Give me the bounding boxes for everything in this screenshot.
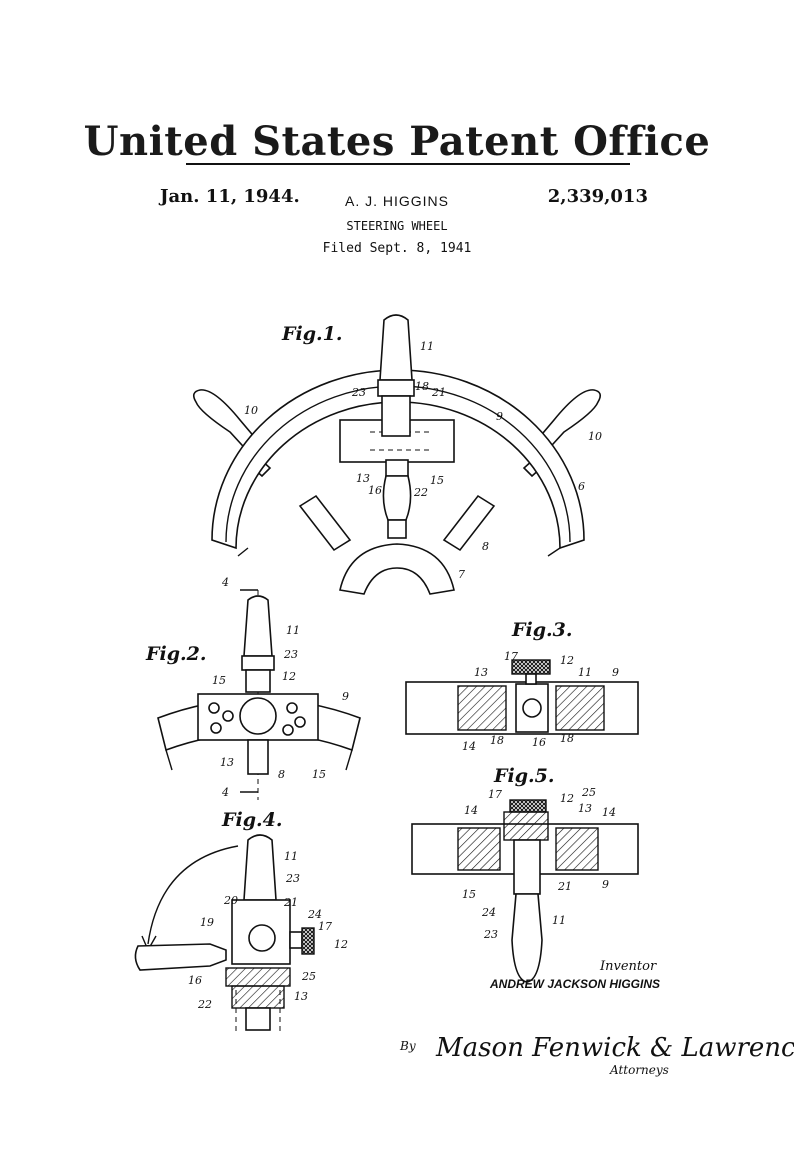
fig2-ref: 23 (283, 648, 298, 661)
fig5-ref: 25 (581, 786, 596, 799)
fig1-ref: 13 (356, 472, 370, 485)
fig1-center-spoke (382, 459, 412, 539)
fig5-ref: 23 (483, 928, 498, 941)
fig3-ref: 14 (462, 740, 476, 753)
title-rule (186, 163, 630, 165)
fig4-label: Fig.4. (221, 809, 282, 831)
fig5-ref: 17 (488, 788, 502, 801)
fig3-ref: 9 (612, 666, 619, 679)
fig2-ref: 9 (342, 690, 349, 703)
fig1-hub (339, 543, 455, 595)
fig5-ref: 13 (578, 802, 592, 815)
fig5-ref: 14 (602, 806, 616, 819)
fig1-top-handle (377, 314, 415, 437)
fig2-handle (243, 595, 273, 657)
inventor-name: ANDREW JACKSON HIGGINS (489, 977, 660, 991)
fig1-ref: 15 (430, 474, 444, 487)
fig1-ref: 23 (351, 386, 366, 399)
fig5-handle (511, 893, 543, 983)
fig5-ref: 24 (481, 906, 496, 919)
fig4-folded-handle (134, 943, 227, 971)
fig2-ref: 15 (212, 674, 226, 687)
fig1-spoke-left (298, 494, 352, 552)
fig3-ref: 12 (560, 654, 574, 667)
fig4-ref: 25 (301, 970, 316, 983)
fig4-ref: 13 (294, 990, 308, 1003)
inventor-label: Inventor (599, 959, 657, 974)
fig4-ref: 12 (334, 938, 348, 951)
fig3-ref: 16 (532, 736, 546, 749)
fig5-ref: 15 (462, 888, 476, 901)
attorney-signature: Mason Fenwick & Lawrence (435, 1033, 794, 1063)
fig3-ref: 13 (474, 666, 488, 679)
patent-subject: STEERING WHEEL (346, 219, 448, 233)
fig1-ref: 21 (431, 386, 446, 399)
fig2-ref: 15 (312, 768, 326, 781)
figure-2: Fig.2. 4 11 23 12 15 9 13 8 15 4 (145, 576, 361, 800)
fig4-ref: 19 (200, 916, 214, 929)
fig1-ref: 18 (415, 380, 429, 393)
figure-4: Fig.4. 11 23 20 21 19 24 17 12 16 25 22 … (134, 809, 348, 1032)
fig3-label: Fig.3. (511, 619, 572, 641)
fig1-ref: 10 (588, 430, 602, 443)
fig3-ref: 18 (490, 734, 504, 747)
figure-3: Fig.3. 17 12 13 11 9 14 18 16 18 (405, 619, 639, 753)
fig4-ref: 20 (223, 894, 238, 907)
fig3-ref: 11 (578, 666, 592, 679)
fig2-ref: 12 (282, 670, 296, 683)
attorney-by: By (399, 1039, 416, 1053)
fig1-ref: 7 (458, 568, 465, 581)
fig2-ref: 11 (286, 624, 300, 637)
fig4-ref: 17 (318, 920, 332, 933)
fig4-ref: 16 (188, 974, 202, 987)
fig4-ref: 11 (284, 850, 298, 863)
figure-5: Fig.5. 17 12 25 14 13 14 15 21 9 24 23 1… (411, 765, 639, 983)
fig4-ref: 23 (285, 872, 300, 885)
fig4-ref: 21 (283, 896, 298, 909)
fig5-ref: 11 (552, 914, 566, 927)
fig5-ref: 14 (464, 804, 478, 817)
patent-number: 2,339,013 (547, 186, 648, 207)
fig2-cap (239, 697, 277, 735)
fig1-ref: 9 (496, 410, 503, 423)
fig1-ref: 22 (413, 486, 428, 499)
fig1-ref: 8 (482, 540, 489, 553)
fig5-label: Fig.5. (493, 765, 554, 787)
office-title: United States Patent Office (83, 118, 711, 165)
fig1-ref: 10 (244, 404, 258, 417)
fig3-ref: 18 (560, 732, 574, 745)
fig4-ref: 22 (197, 998, 212, 1011)
attorney-label: Attorneys (609, 1063, 669, 1077)
fig2-ref: 4 (221, 786, 229, 799)
fig1-ref: 6 (578, 480, 585, 493)
fig2-label: Fig.2. (145, 643, 206, 665)
fig4-handle (243, 834, 277, 901)
fig2-ref: 8 (278, 768, 285, 781)
fig2-ref: 13 (220, 756, 234, 769)
fig1-ref: 16 (368, 484, 382, 497)
inventor-heading: A. J. HIGGINS (344, 193, 449, 209)
fig5-ref: 12 (560, 792, 574, 805)
fig3-ref: 17 (504, 650, 518, 663)
fig2-ref: 4 (221, 576, 229, 589)
fig1-ref: 11 (420, 340, 434, 353)
fig1-spoke-right (442, 494, 496, 552)
fig1-label: Fig.1. (281, 323, 342, 345)
patent-date: Jan. 11, 1944. (160, 186, 300, 207)
figure-1: Fig.1. (192, 314, 602, 595)
filed-date: Filed Sept. 8, 1941 (322, 241, 472, 256)
fig4-ref: 24 (307, 908, 322, 921)
fig5-ref: 9 (602, 878, 609, 891)
fig5-ref: 21 (557, 880, 572, 893)
